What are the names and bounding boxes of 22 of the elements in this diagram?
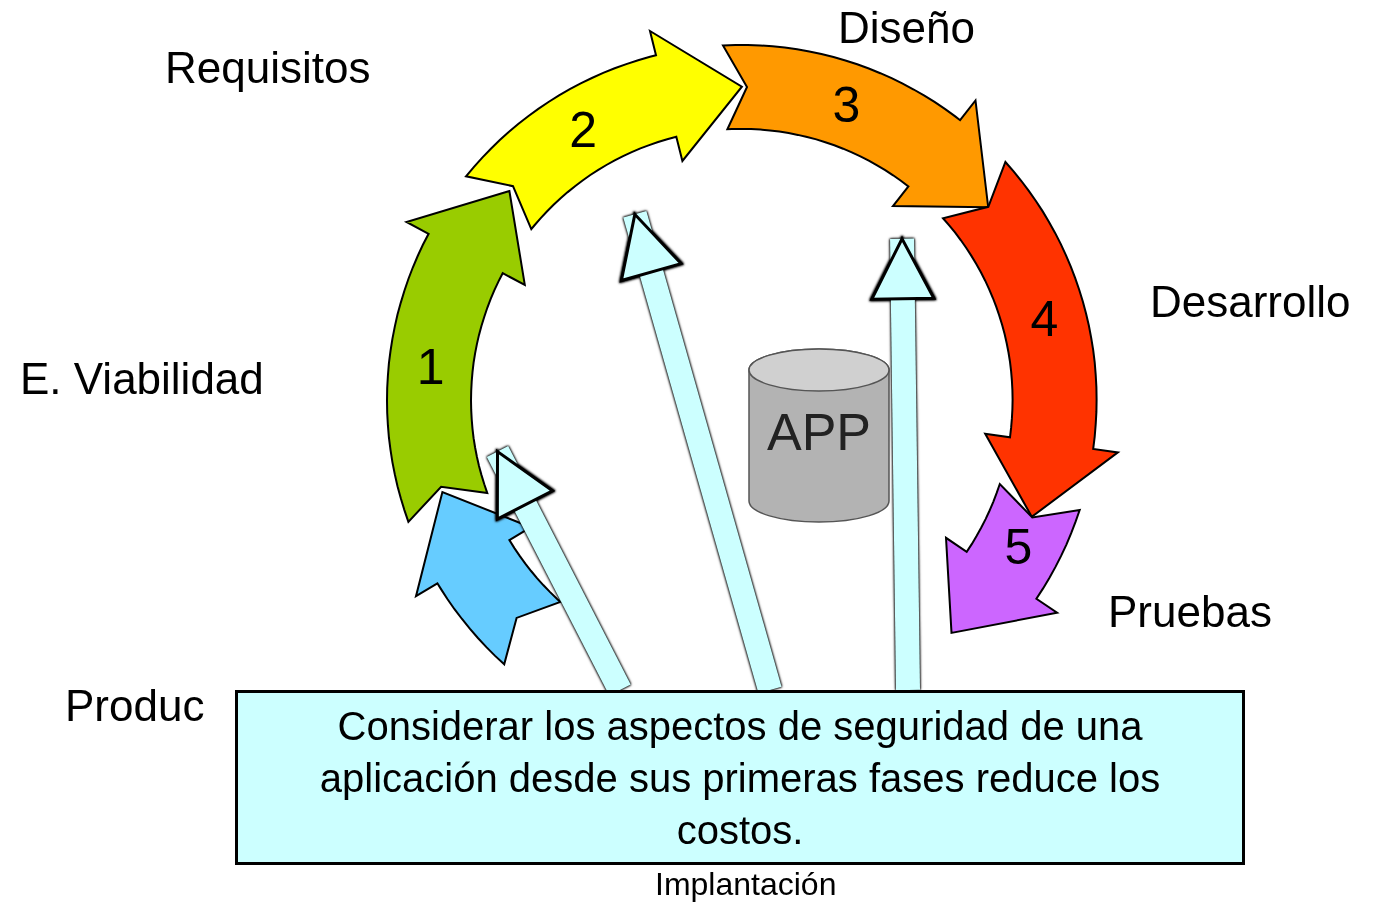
- stage-label: Requisitos: [165, 44, 371, 93]
- callout-text: Considerar los aspectos de seguridad de una aplicación desde sus primeras fases reduce los costos.: [318, 702, 1162, 854]
- stage-number: 2: [569, 105, 598, 156]
- database-label: APP: [766, 406, 872, 458]
- cycle-arrow-segment: [464, 29, 744, 232]
- stage-number: 3: [832, 79, 861, 130]
- stage-label: Produc: [65, 684, 205, 728]
- stage-number: 4: [1030, 293, 1059, 344]
- cycle-arrow-segment: [943, 481, 1082, 635]
- stage-label: Diseño: [838, 4, 975, 53]
- stage-label: Implantación: [655, 868, 837, 900]
- stage-label: Desarrollo: [1150, 278, 1351, 327]
- cycle-arrow-segment: [414, 489, 563, 666]
- cycle-arrow-segment: [721, 43, 991, 210]
- callout-box: [235, 690, 1245, 865]
- stage-number: 1: [416, 342, 445, 393]
- stage-label: E. Viabilidad: [20, 355, 264, 404]
- database-cylinder: [748, 348, 890, 523]
- cycle-arrow-segment: [385, 188, 527, 524]
- stage-label: Pruebas: [1108, 588, 1272, 637]
- stage-number: 5: [1004, 521, 1033, 572]
- block-arrow: [870, 237, 936, 691]
